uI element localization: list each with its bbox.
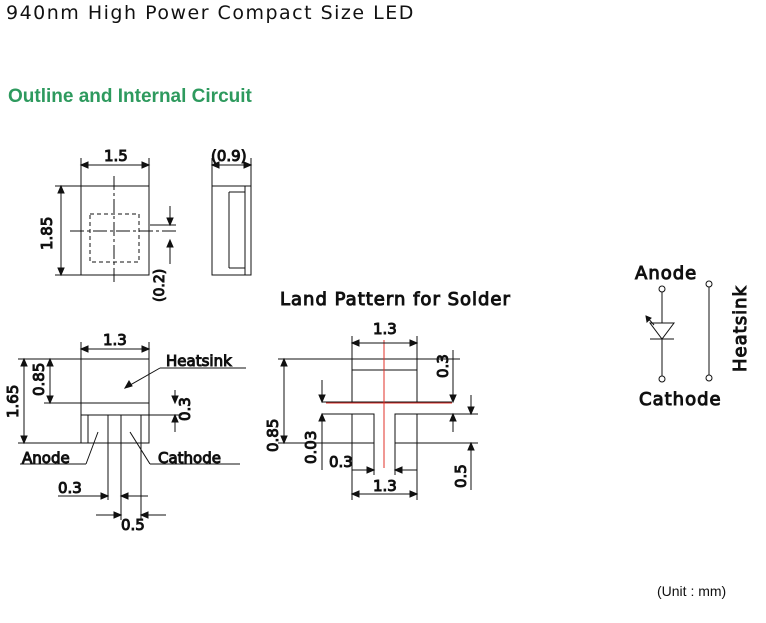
dim-land-left: 0.85 xyxy=(264,419,282,452)
dim-land-right-gap: 0.3 xyxy=(434,354,452,378)
dim-bottom-total: 1.65 xyxy=(4,385,22,418)
dim-land-left-small: 0.03 xyxy=(302,431,320,464)
circuit-heatsink: Heatsink xyxy=(730,285,751,372)
bottom-view xyxy=(18,342,246,520)
dim-land-right-lead: 0.5 xyxy=(452,464,470,488)
unit-note: (Unit : mm) xyxy=(657,583,727,599)
bottom-view-body xyxy=(80,358,150,444)
diode-icon xyxy=(649,322,675,340)
heatsink-label: Heatsink xyxy=(166,352,232,370)
dim-lead-gap: 0.3 xyxy=(58,479,82,497)
top-view xyxy=(55,158,178,284)
anode-label: Anode xyxy=(22,449,70,467)
dim-top-height: 1.85 xyxy=(38,217,56,250)
cathode-label: Cathode xyxy=(158,449,221,467)
dim-lead-width: 0.5 xyxy=(121,516,145,534)
section-title: Outline and Internal Circuit xyxy=(8,86,252,107)
side-view-body xyxy=(211,185,252,276)
dim-bottom-width: 1.3 xyxy=(103,331,127,349)
page-title: 940nm High Power Compact Size LED xyxy=(6,2,415,24)
land-pattern-title: Land Pattern for Solder xyxy=(280,289,511,310)
dim-top-offset: (0.2) xyxy=(152,269,168,302)
dim-land-top: 1.3 xyxy=(373,320,397,338)
dim-top-width: 1.5 xyxy=(104,147,128,165)
circuit-cathode: Cathode xyxy=(639,389,722,410)
dim-land-bottom: 1.3 xyxy=(373,477,397,495)
side-view xyxy=(210,158,253,276)
dim-side-thickness: (0.9) xyxy=(211,147,247,165)
circuit-anode: Anode xyxy=(635,263,697,284)
dim-bottom-gap: 0.3 xyxy=(176,397,194,421)
land-pattern xyxy=(278,336,478,500)
dim-bottom-pad: 0.85 xyxy=(30,363,48,396)
dim-land-bottom-gap: 0.3 xyxy=(329,453,353,471)
internal-circuit xyxy=(645,280,713,383)
